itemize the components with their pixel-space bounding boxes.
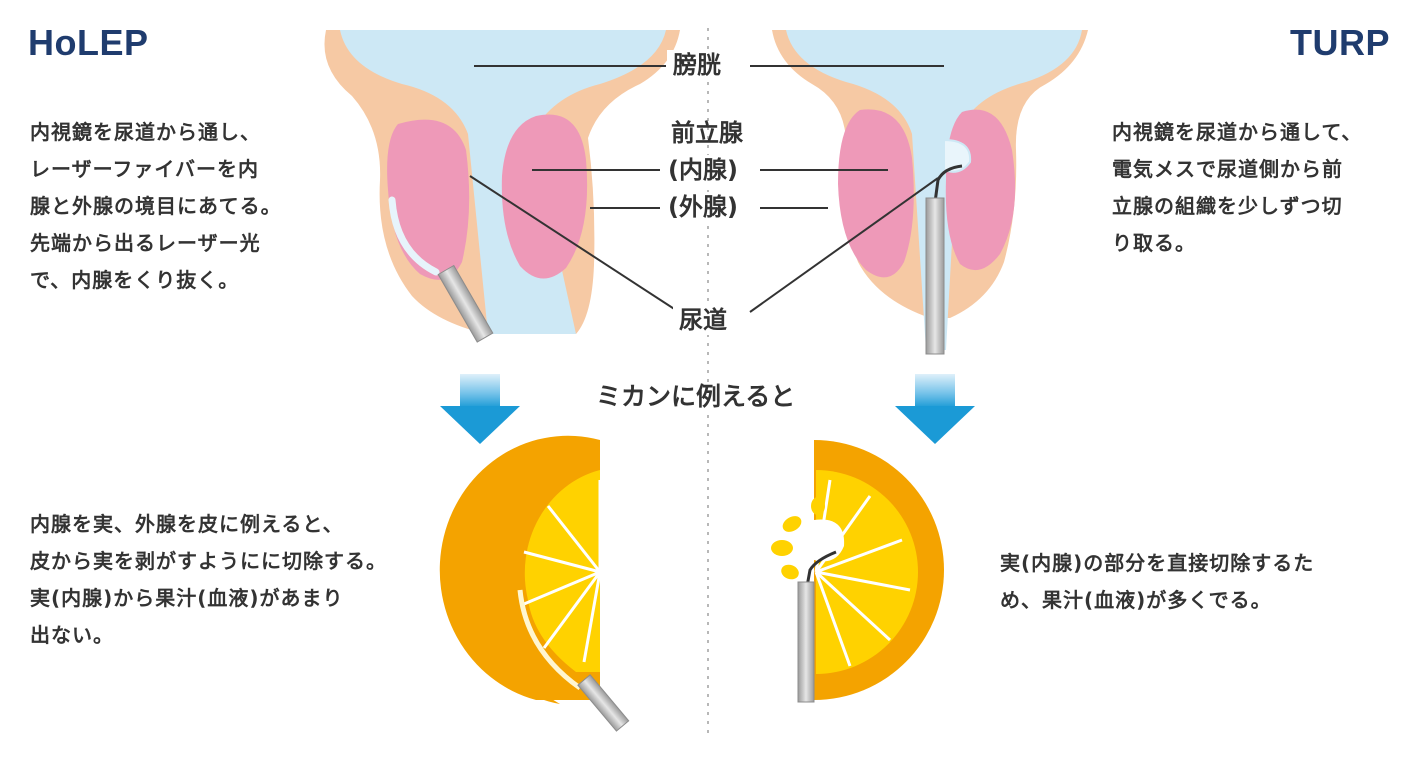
turp-resection-area — [943, 138, 972, 173]
label-prostate: 前立腺 — [671, 119, 743, 147]
label-outer-gland: (外腺) — [662, 192, 744, 222]
holep-orange-segments — [523, 480, 602, 663]
holep-description-line: で、内腺をくり抜く。 — [30, 268, 240, 292]
holep-orange-endoscope — [577, 674, 630, 732]
holep-orange-line: 実(内腺)から果汁(血液)があまり — [30, 586, 344, 610]
holep-orange-line: 皮から実を剥がすようにに切除する。 — [30, 549, 387, 573]
down-arrow-right — [895, 374, 975, 444]
turp-orange-endoscope — [797, 581, 815, 703]
turp-description-line: り取る。 — [1112, 231, 1196, 255]
turp-description-line: 電気メスで尿道側から前 — [1112, 157, 1343, 181]
holep-inner-gland-left — [387, 119, 470, 280]
holep-orange — [439, 435, 630, 732]
down-arrow-left — [440, 374, 520, 444]
turp-orange-line: め、果汁(血液)が多くでる。 — [1000, 588, 1272, 612]
label-orange-analogy: ミカンに例えると — [590, 382, 802, 412]
turp-prostate-diagram — [772, 30, 1088, 355]
turp-inner-gland-left — [838, 109, 914, 278]
holep-description-line: 腺と外腺の境目にあてる。 — [30, 194, 282, 218]
holep-description-line: レーザーファイバーを内 — [30, 157, 259, 181]
holep-description-line: 先端から出るレーザー光 — [30, 231, 261, 255]
label-bladder: 膀胱 — [667, 50, 727, 80]
turp-bladder — [786, 30, 1082, 350]
label-inner-gland: (内腺) — [662, 155, 744, 185]
holep-description-line: 内視鏡を尿道から通し、 — [30, 120, 261, 144]
holep-endoscope — [437, 264, 494, 343]
holep-orange-line: 内腺を実、外腺を皮に例えると、 — [30, 512, 344, 536]
turp-description: 内視鏡を尿道から通して、 電気メスで尿道側から前 立腺の組織を少しずつ切 り取る… — [1112, 114, 1362, 262]
turp-orange-description: 実(内腺)の部分を直接切除するた め、果汁(血液)が多くでる。 — [1000, 545, 1314, 619]
turp-electrode-wire — [932, 164, 963, 211]
turp-orange-wire — [804, 550, 837, 593]
holep-title: HoLEP — [28, 22, 149, 63]
turp-title: TURP — [1290, 22, 1390, 63]
holep-orange-line: 出ない。 — [30, 623, 114, 647]
turp-orange-line: 実(内腺)の部分を直接切除するた — [1000, 551, 1315, 575]
label-urethra: 尿道 — [673, 305, 733, 335]
holep-laser-seam — [388, 196, 440, 276]
holep-prostate-diagram — [324, 30, 680, 343]
turp-description-line: 立腺の組織を少しずつ切 — [1112, 194, 1343, 218]
turp-juice-drops — [771, 497, 825, 580]
holep-separation-line — [517, 589, 582, 691]
holep-orange-description: 内腺を実、外腺を皮に例えると、 皮から実を剥がすようにに切除する。 実(内腺)か… — [30, 506, 387, 654]
turp-description-line: 内視鏡を尿道から通して、 — [1112, 120, 1363, 144]
holep-orange-flesh — [524, 470, 600, 672]
turp-orange — [771, 440, 944, 703]
holep-description: 内視鏡を尿道から通し、 レーザーファイバーを内 腺と外腺の境目にあてる。 先端か… — [30, 114, 282, 299]
turp-endoscope — [925, 197, 945, 355]
turp-orange-bite — [814, 519, 845, 562]
leader-lines — [469, 65, 944, 315]
turp-orange-flesh — [816, 470, 918, 674]
